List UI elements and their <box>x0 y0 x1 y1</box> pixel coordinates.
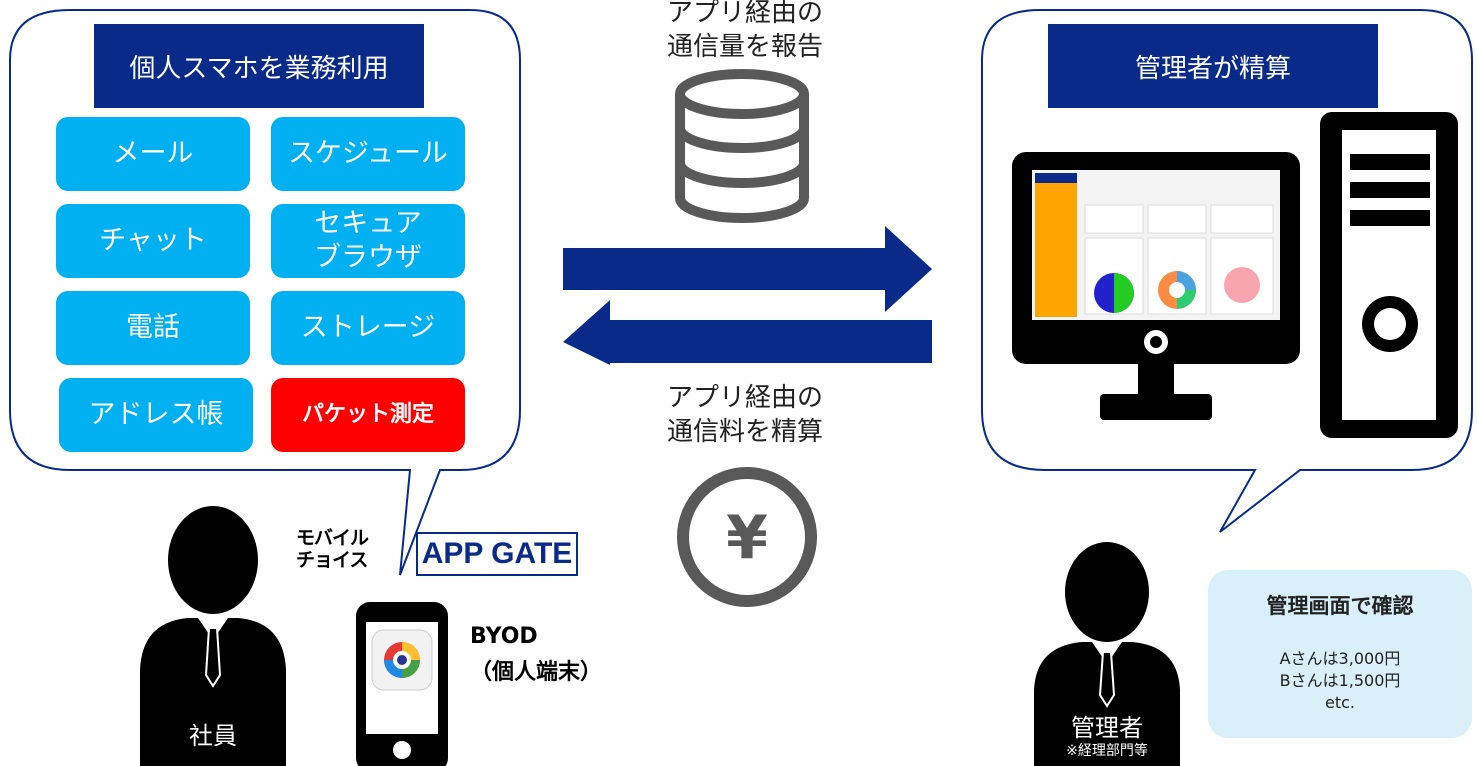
svg-text:¥: ¥ <box>726 503 768 573</box>
right-speech-bubble <box>981 9 1473 533</box>
app-chat-button[interactable]: チャット <box>56 204 250 278</box>
admin-label: 管理者 <box>1071 714 1143 742</box>
arrow-left <box>563 300 932 365</box>
right-panel-header: 管理者が精算 <box>1048 24 1378 108</box>
confirm-line-b: Bさんは1,500円 <box>1279 671 1401 690</box>
app-logo-icon <box>384 642 420 678</box>
left-panel-header: 個人スマホを業務利用 <box>94 24 424 108</box>
database-icon <box>675 69 809 223</box>
app-address-book-button[interactable]: アドレス帳 <box>59 378 253 452</box>
confirm-box: 管理画面で確認 Aさんは3,000円 Bさんは1,500円 etc. <box>1208 570 1472 738</box>
smartphone-icon <box>356 602 448 766</box>
byod-sublabel: （個人端末） <box>470 660 603 685</box>
mobile-choice-appgate-logo: モバイル チョイス APP GATE <box>296 527 578 576</box>
logo-line2: チョイス <box>296 549 368 571</box>
app-schedule-button[interactable]: スケジュール <box>271 117 465 191</box>
sync-arrows <box>563 226 932 365</box>
app-phone-button[interactable]: 電話 <box>56 291 250 365</box>
server-tower-icon <box>1320 112 1458 438</box>
logo-brand: APP GATE <box>416 532 578 576</box>
admin-person-icon <box>1034 542 1180 766</box>
logo-line1: モバイル <box>296 527 369 549</box>
app-secure-browser-button[interactable]: セキュア ブラウザ <box>271 204 465 278</box>
left-speech-bubble <box>9 9 521 576</box>
monitor-icon <box>1012 152 1300 420</box>
report-caption: アプリ経由の 通信量を報告 <box>666 0 823 62</box>
settle-caption: アプリ経由の 通信料を精算 <box>666 383 823 447</box>
admin-note: ※経理部門等 <box>1066 743 1148 759</box>
yen-coin-icon: ¥ <box>677 467 817 607</box>
app-storage-button[interactable]: ストレージ <box>271 291 465 365</box>
confirm-title: 管理画面で確認 <box>1266 594 1414 618</box>
app-packet-measure-button[interactable]: パケット測定 <box>271 378 465 452</box>
app-mail-button[interactable]: メール <box>56 117 250 191</box>
arrow-right <box>563 226 932 312</box>
byod-label: BYOD <box>470 624 538 649</box>
confirm-line-a: Aさんは3,000円 <box>1279 649 1401 668</box>
employee-label: 社員 <box>189 722 237 750</box>
employee-person-icon <box>140 506 286 766</box>
confirm-line-etc: etc. <box>1325 693 1355 712</box>
